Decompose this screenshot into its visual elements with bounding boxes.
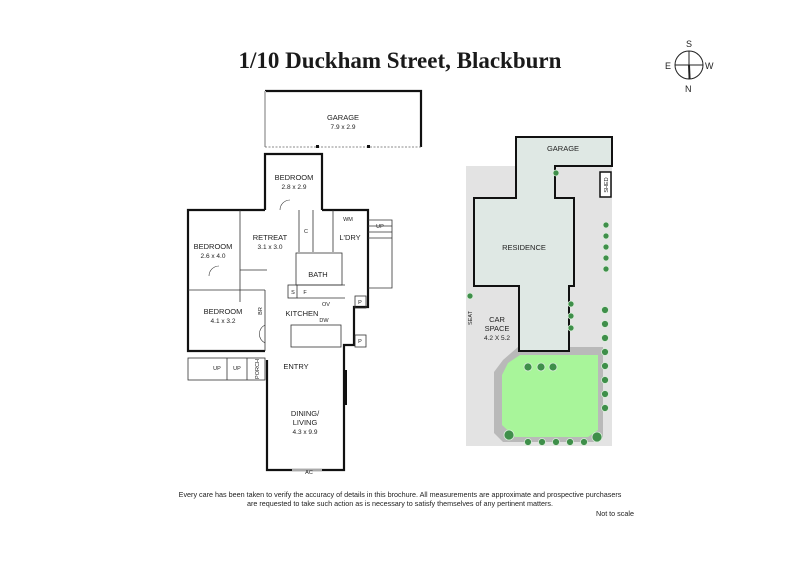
svg-text:RETREAT: RETREAT <box>253 233 288 242</box>
compass-e: E <box>665 61 671 71</box>
svg-text:4.3 x 9.9: 4.3 x 9.9 <box>293 429 318 436</box>
compass-n: N <box>685 84 692 94</box>
svg-text:BEDROOM: BEDROOM <box>194 242 233 251</box>
svg-text:PORCH: PORCH <box>255 359 261 379</box>
svg-text:BR: BR <box>258 307 264 315</box>
svg-text:SHED: SHED <box>604 177 610 192</box>
disclaimer: Every care has been taken to verify the … <box>178 490 622 508</box>
svg-text:ENTRY: ENTRY <box>283 362 308 371</box>
svg-text:2.8 x 2.9: 2.8 x 2.9 <box>282 184 307 191</box>
compass-s: S <box>686 39 692 49</box>
svg-text:UP: UP <box>376 224 384 230</box>
scale-note: Not to scale <box>596 509 634 518</box>
svg-text:SEAT: SEAT <box>468 310 474 325</box>
svg-text:DINING/: DINING/ <box>291 409 320 418</box>
svg-text:UP: UP <box>213 366 221 372</box>
svg-text:7.9 x 2.9: 7.9 x 2.9 <box>331 124 356 131</box>
svg-text:LIVING: LIVING <box>293 418 318 427</box>
svg-text:BEDROOM: BEDROOM <box>275 173 314 182</box>
svg-text:GARAGE: GARAGE <box>547 144 579 153</box>
svg-text:UP: UP <box>233 366 241 372</box>
svg-text:BATH: BATH <box>308 270 327 279</box>
svg-text:DW: DW <box>319 318 329 324</box>
svg-text:L'DRY: L'DRY <box>339 233 360 242</box>
svg-text:2.6 x 4.0: 2.6 x 4.0 <box>201 253 226 260</box>
svg-text:3.1 x 3.0: 3.1 x 3.0 <box>258 244 283 251</box>
svg-text:4.2 X 5.2: 4.2 X 5.2 <box>484 335 510 342</box>
svg-text:CAR: CAR <box>489 315 505 324</box>
svg-text:AC: AC <box>305 470 313 476</box>
svg-text:SPACE: SPACE <box>485 324 510 333</box>
svg-text:P: P <box>358 339 362 345</box>
svg-text:BEDROOM: BEDROOM <box>204 307 243 316</box>
compass-w: W <box>705 61 714 71</box>
svg-text:RESIDENCE: RESIDENCE <box>502 243 546 252</box>
svg-text:OV: OV <box>322 302 330 308</box>
svg-text:KITCHEN: KITCHEN <box>286 309 319 318</box>
svg-text:S: S <box>291 290 295 296</box>
svg-text:WM: WM <box>343 217 353 223</box>
svg-text:4.1 x 3.2: 4.1 x 3.2 <box>211 318 236 325</box>
compass-icon: S E W N <box>665 39 714 94</box>
svg-text:GARAGE: GARAGE <box>327 113 359 122</box>
svg-text:C: C <box>304 229 308 235</box>
page-title: 1/10 Duckham Street, Blackburn <box>238 48 562 73</box>
svg-text:P: P <box>358 300 362 306</box>
svg-text:F: F <box>303 290 307 296</box>
